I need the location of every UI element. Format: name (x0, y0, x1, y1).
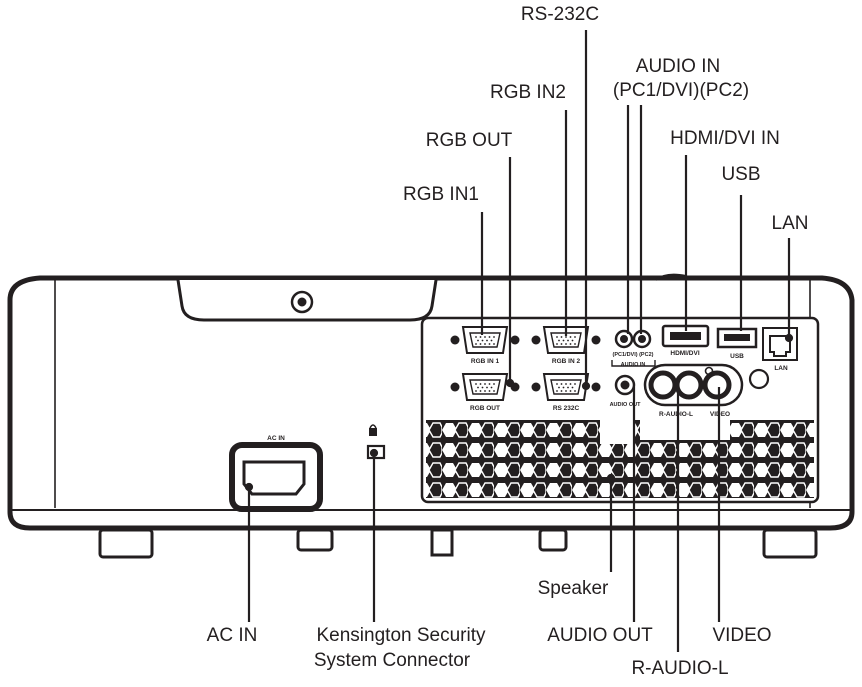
callout-lan: LAN (771, 213, 809, 234)
panel-label-rgb-in2: RGB IN 2 (552, 358, 581, 365)
callout-hdmi-dvi-in: HDMI/DVI IN (670, 128, 780, 149)
panel-label-audio-in: AUDIO IN (621, 362, 646, 368)
av-input-jacks (643, 363, 744, 407)
callout-usb: USB (721, 164, 761, 185)
callout-rgb-out: RGB OUT (425, 130, 513, 151)
panel-label-rgb-out: RGB OUT (470, 405, 500, 412)
hdmi-dvi-port (661, 324, 710, 348)
callout-rs232c: RS-232C (520, 4, 600, 25)
panel-label-rgb-in1: RGB IN 1 (471, 358, 500, 365)
audio-out-jack (614, 374, 636, 396)
panel-label-hdmi-dvi: HDMI/DVI (670, 350, 699, 357)
callout-audio-in-sub: (PC1/DVI)(PC2) (612, 80, 750, 101)
callout-rgb-in2: RGB IN2 (489, 82, 567, 103)
kensington-slot (366, 424, 386, 460)
panel-label-usb: USB (730, 353, 744, 360)
callout-kensington: Kensington Security (316, 625, 486, 646)
panel-label-audio-out: AUDIO OUT (610, 402, 642, 408)
callout-rgb-in1: RGB IN1 (402, 184, 480, 205)
panel-label-lan: LAN (774, 365, 788, 372)
usb-port (716, 327, 758, 349)
callout-video: VIDEO (712, 625, 772, 646)
panel-label-ac-in: AC IN (267, 435, 285, 442)
projector-feet (98, 528, 818, 559)
callout-audio-out: AUDIO OUT (547, 625, 653, 646)
callout-r-audio-l: R-AUDIO-L (631, 658, 729, 679)
callout-kensington-sub: System Connector (313, 650, 471, 671)
io-panel: RGB IN 1 RGB OUT RGB IN 2 RS 232C (PC1/D… (420, 316, 820, 504)
panel-label-r-audio-l: R-AUDIO-L (659, 411, 693, 418)
callout-ac-in: AC IN (206, 625, 258, 646)
ac-inlet: AC IN (229, 435, 323, 512)
callout-leaders (244, 30, 794, 652)
callout-audio-in: AUDIO IN (635, 56, 721, 77)
panel-label-pc1-dvi-pc2: (PC1/DVI) (PC2) (613, 352, 654, 358)
panel-screw (748, 368, 770, 390)
callout-speaker: Speaker (537, 578, 609, 599)
panel-label-rs232c: RS 232C (553, 405, 580, 412)
